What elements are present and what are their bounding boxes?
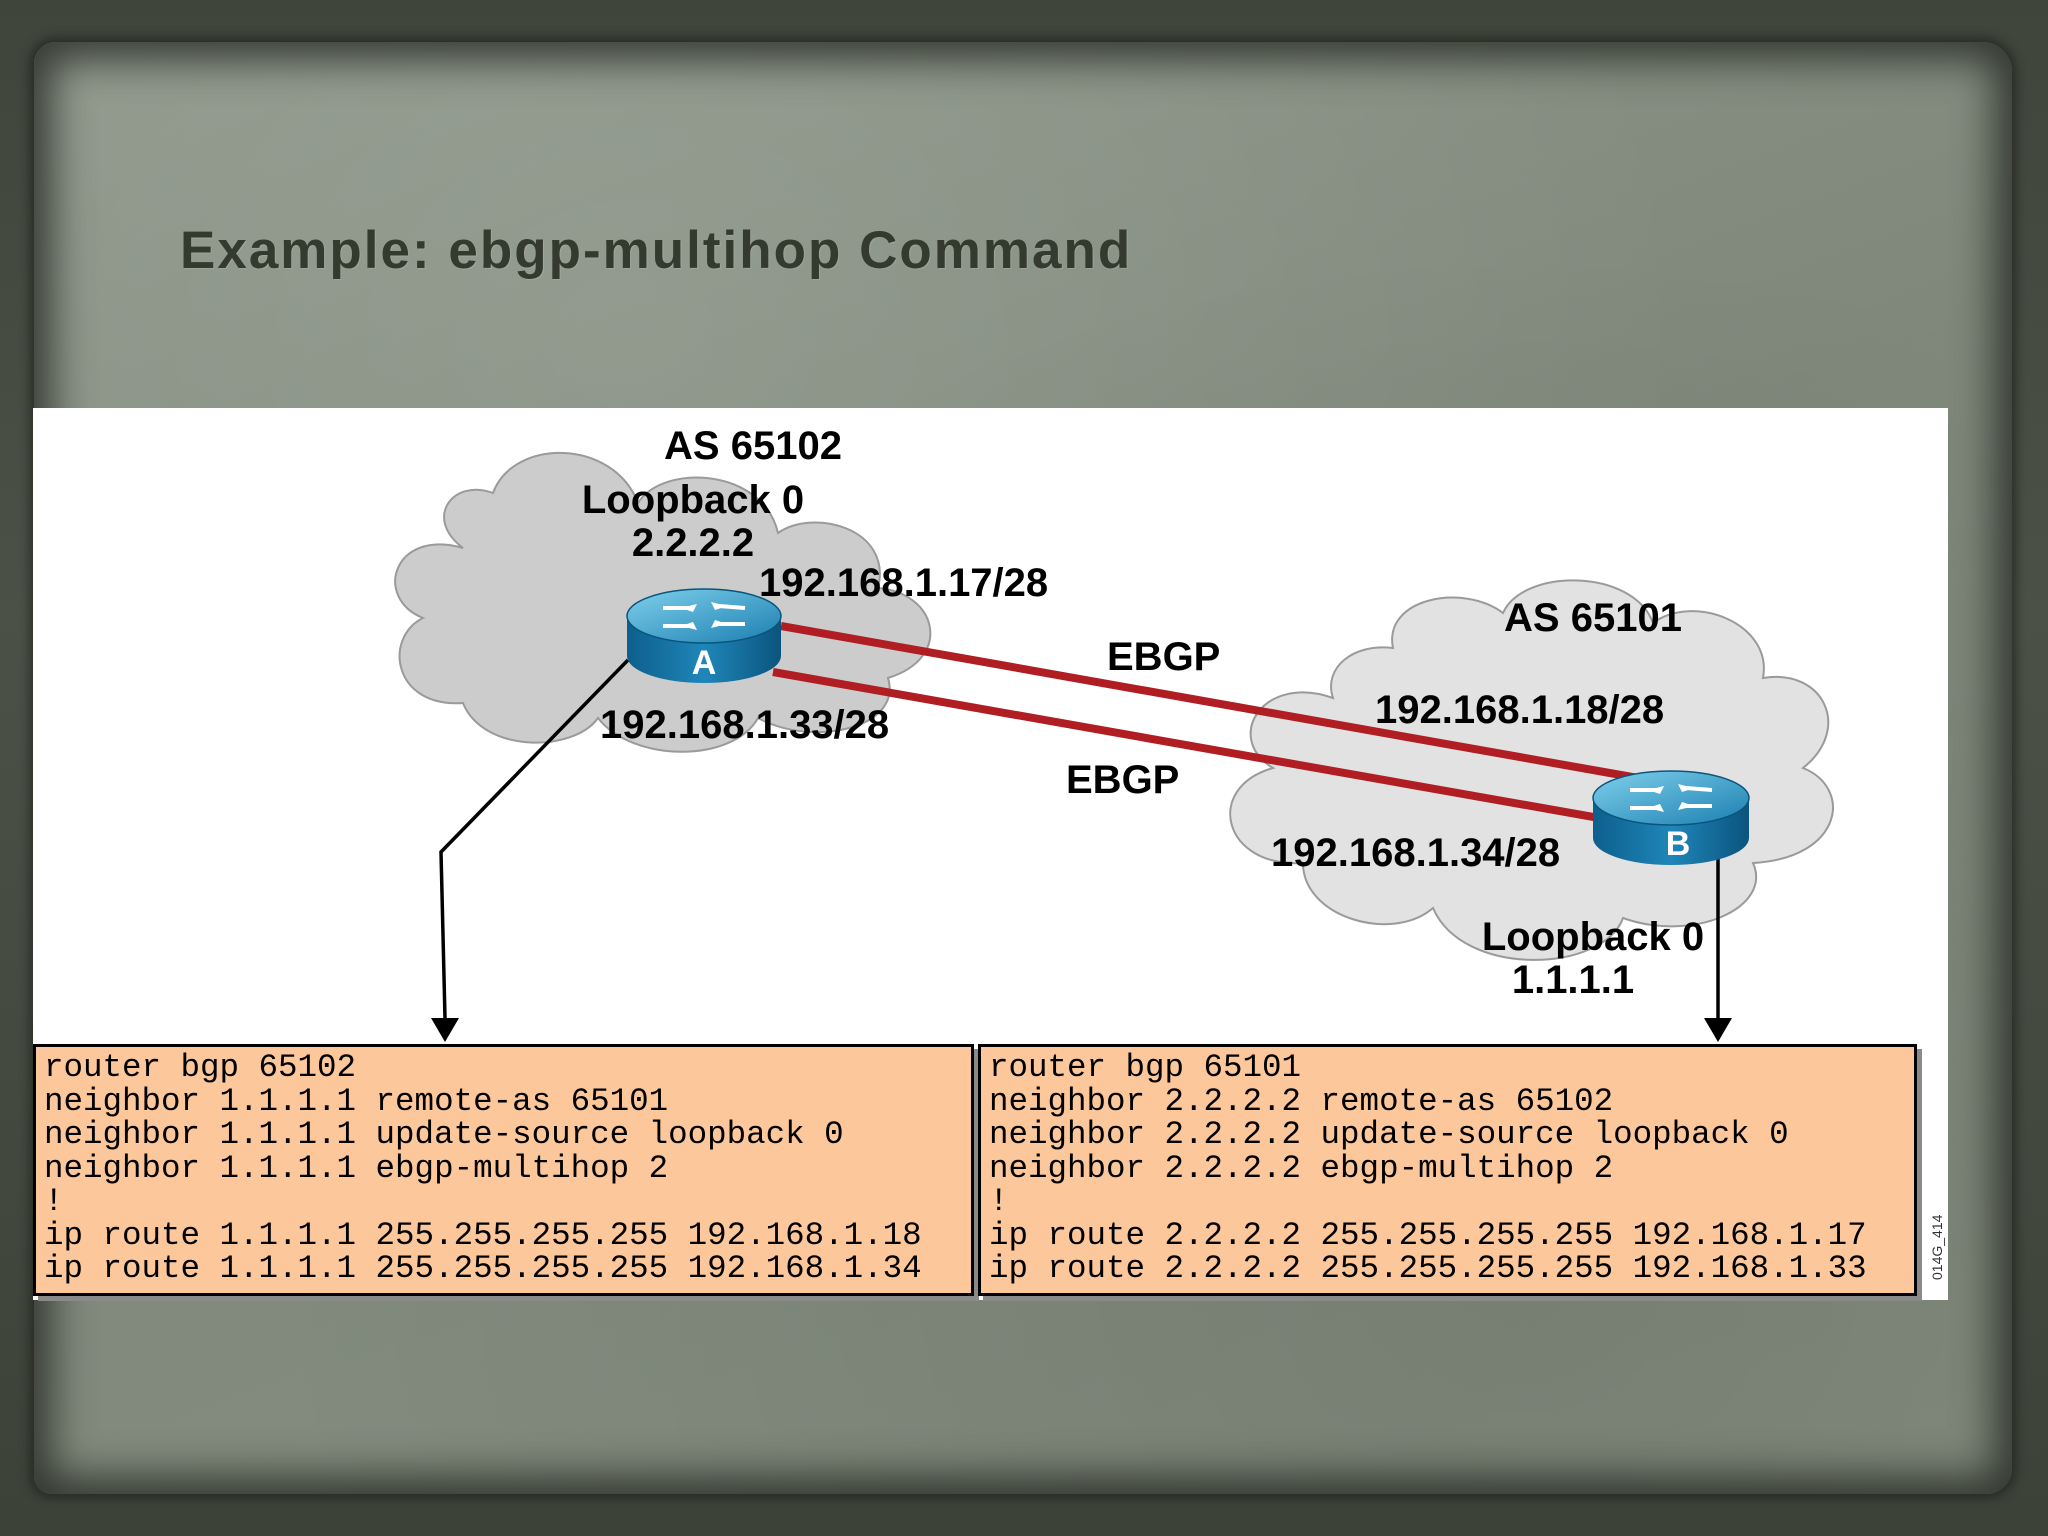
router-a-ip-upper: 192.168.1.17/28	[759, 561, 1048, 605]
config-line: !	[44, 1183, 64, 1220]
ebgp-link-upper	[780, 622, 1639, 782]
cloud-as-65101	[1229, 579, 1834, 961]
router-b-config-box: router bgp 65101 neighbor 2.2.2.2 remote…	[978, 1044, 1917, 1296]
config-line: router bgp 65102	[44, 1049, 357, 1086]
config-line: neighbor 2.2.2.2 remote-as 65102	[989, 1082, 1614, 1120]
slide-title: Example: ebgp-multihop Command	[180, 221, 1133, 280]
as-65101-label: AS 65101	[1504, 596, 1682, 640]
network-figure: A B AS 65102 Loopback 0 2.2.2.2 192.1	[33, 408, 1948, 1300]
network-diagram: A B AS 65102 Loopback 0 2.2.2.2 192.1	[394, 424, 1834, 1042]
router-b-ip-lower: 192.168.1.34/28	[1271, 831, 1560, 875]
config-line: neighbor 2.2.2.2 ebgp-multihop 2	[989, 1149, 1614, 1187]
router-a-config-box: router bgp 65102 neighbor 1.1.1.1 remote…	[33, 1044, 974, 1296]
router-a-label: A	[692, 644, 717, 682]
router-a-loopback-ip: 2.2.2.2	[632, 521, 754, 565]
as-65102-label: AS 65102	[664, 424, 842, 468]
ebgp-link-lower	[772, 668, 1634, 828]
router-a-loopback-name: Loopback 0	[582, 478, 804, 522]
config-line: neighbor 1.1.1.1 ebgp-multihop 2	[44, 1149, 669, 1187]
config-line: ip route 2.2.2.2 255.255.255.255 192.168…	[989, 1216, 1867, 1254]
config-line: ip route 1.1.1.1 255.255.255.255 192.168…	[44, 1216, 922, 1254]
arrow-router-a	[431, 658, 630, 1042]
arrow-router-b	[1704, 854, 1732, 1042]
config-line: !	[989, 1183, 1009, 1220]
config-line: ip route 2.2.2.2 255.255.255.255 192.168…	[989, 1250, 1867, 1287]
router-b-ip-upper: 192.168.1.18/28	[1375, 688, 1664, 732]
config-line: ip route 1.1.1.1 255.255.255.255 192.168…	[44, 1250, 922, 1287]
router-b-loopback-name: Loopback 0	[1482, 915, 1704, 959]
config-line: neighbor 1.1.1.1 update-source loopback …	[44, 1116, 844, 1153]
config-line: neighbor 2.2.2.2 update-source loopback …	[989, 1116, 1789, 1153]
router-b-loopback-ip: 1.1.1.1	[1512, 958, 1634, 1002]
router-a-ip-lower: 192.168.1.33/28	[600, 703, 889, 747]
router-b-icon: B	[1592, 770, 1750, 865]
router-a-icon: A	[626, 588, 782, 683]
config-line: router bgp 65101	[989, 1049, 1302, 1086]
ebgp-lower-label: EBGP	[1066, 758, 1179, 802]
figure-id: 014G_414	[1929, 1214, 1945, 1280]
config-line: neighbor 1.1.1.1 remote-as 65101	[44, 1082, 669, 1120]
router-b-label: B	[1666, 825, 1691, 863]
ebgp-upper-label: EBGP	[1107, 635, 1220, 679]
